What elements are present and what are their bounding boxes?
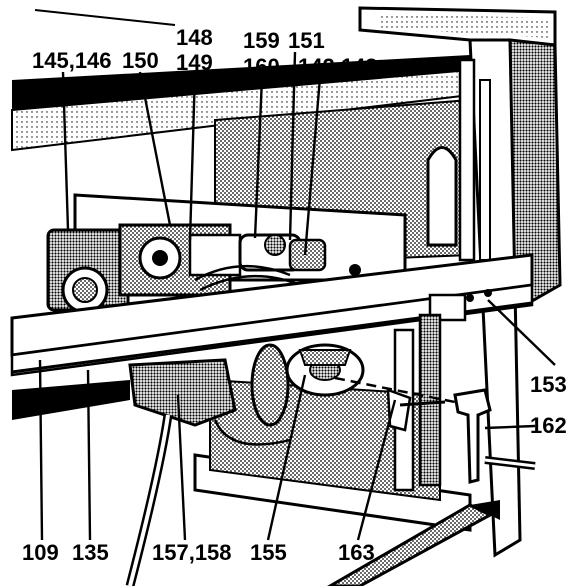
- lower-components: [125, 313, 536, 586]
- front-rail: [10, 253, 534, 377]
- label-163: 163: [338, 540, 375, 565]
- leader-lines: [34, 9, 556, 541]
- label-150: 150: [122, 48, 159, 73]
- callout-labels: 148 149 145,146 150 159 160 151 142,143 …: [22, 25, 567, 565]
- label-142-143: 142,143: [298, 54, 378, 79]
- label-135: 135: [72, 540, 109, 565]
- label-162: 162: [530, 413, 567, 438]
- label-151: 151: [288, 28, 325, 53]
- label-145-146: 145,146: [32, 48, 112, 73]
- label-159: 159: [243, 28, 280, 53]
- label-160: 160: [243, 54, 280, 79]
- label-149: 149: [176, 50, 213, 75]
- label-148: 148: [176, 25, 213, 50]
- label-109: 109: [22, 540, 59, 565]
- label-155: 155: [250, 540, 287, 565]
- label-153: 153: [530, 372, 567, 397]
- motor-mechanism-assembly: [46, 193, 407, 314]
- label-157-158: 157,158: [152, 540, 232, 565]
